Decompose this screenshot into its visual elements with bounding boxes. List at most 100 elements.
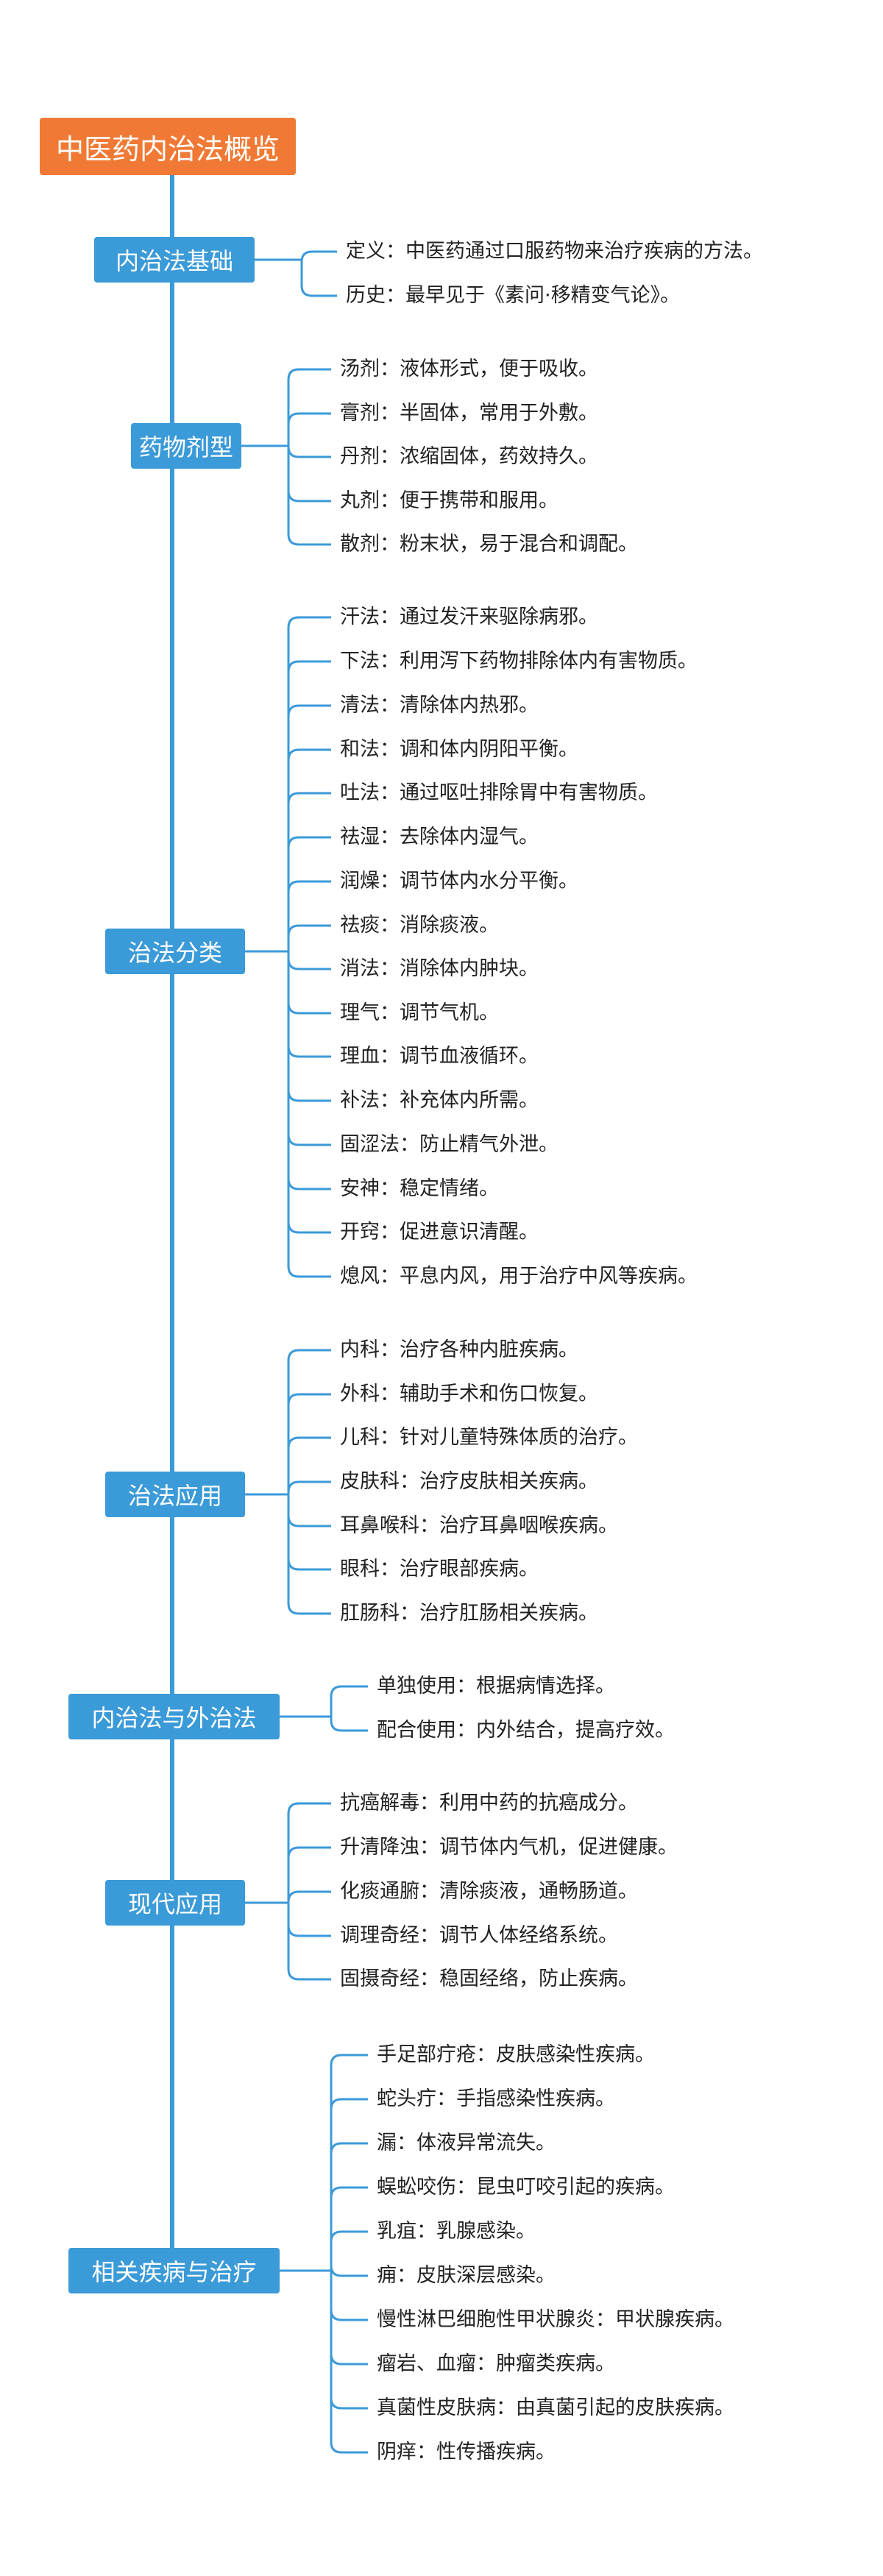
leaf-node[interactable]: 丹剂：浓缩固体，药效持久。 bbox=[340, 445, 598, 468]
leaf-connector bbox=[287, 616, 331, 628]
leaf-connector bbox=[330, 2230, 368, 2243]
branch-node[interactable]: 治法分类 bbox=[105, 929, 245, 974]
leaf-connector bbox=[287, 1890, 331, 1903]
leaf-node[interactable]: 调理奇经：调节人体经络系统。 bbox=[340, 1924, 618, 1947]
branch-node[interactable]: 药物剂型 bbox=[131, 423, 241, 469]
leaf-node[interactable]: 瘤岩、血瘤：肿瘤类疾病。 bbox=[377, 2352, 615, 2375]
leaf-node[interactable]: 祛湿：去除体内湿气。 bbox=[340, 826, 539, 848]
branch-node[interactable]: 治法应用 bbox=[105, 1472, 245, 1517]
leaf-node[interactable]: 耳鼻喉科：治疗耳鼻咽喉疾病。 bbox=[340, 1514, 618, 1537]
leaf-node[interactable]: 皮肤科：治疗皮肤相关疾病。 bbox=[340, 1470, 598, 1493]
leaf-connector bbox=[300, 250, 337, 263]
leaf-node[interactable]: 润燥：调节体内水分平衡。 bbox=[340, 870, 578, 893]
leaf-node[interactable]: 肛肠科：治疗肛肠相关疾病。 bbox=[340, 1602, 598, 1625]
leaf-connector bbox=[287, 533, 331, 546]
leaf-node[interactable]: 开窍：促进意识清醒。 bbox=[340, 1221, 539, 1243]
leaf-connector bbox=[287, 1046, 331, 1058]
leaf-node[interactable]: 化痰通腑：清除痰液，通畅肠道。 bbox=[340, 1880, 638, 1903]
leaf-node[interactable]: 儿科：针对儿童特殊体质的治疗。 bbox=[340, 1426, 638, 1449]
leaf-connector bbox=[330, 1685, 368, 1697]
leaf-connector bbox=[330, 2309, 368, 2321]
leaf-node[interactable]: 抗癌解毒：利用中药的抗癌成分。 bbox=[340, 1792, 638, 1814]
leaf-node[interactable]: 汗法：通过发汗来驱除病邪。 bbox=[340, 606, 598, 628]
leaf-connector bbox=[330, 2441, 368, 2454]
leaf-connector bbox=[330, 2054, 368, 2066]
leaf-node[interactable]: 安神：稳定情绪。 bbox=[340, 1177, 499, 1200]
leaf-node[interactable]: 蛇头疔：手指感染性疾病。 bbox=[377, 2087, 615, 2110]
leaf-node[interactable]: 和法：调和体内阴阳平衡。 bbox=[340, 738, 578, 761]
root-node[interactable]: 中医药内治法概览 bbox=[40, 118, 297, 175]
leaf-connector bbox=[287, 1134, 331, 1146]
leaf-connector bbox=[287, 1480, 331, 1493]
leaf-connector bbox=[330, 2098, 368, 2110]
leaf-node[interactable]: 散剂：粉末状，易于混合和调配。 bbox=[340, 533, 638, 556]
leaf-node[interactable]: 单独使用：根据病情选择。 bbox=[377, 1675, 615, 1697]
leaf-connector bbox=[287, 660, 331, 673]
leaf-node[interactable]: 清法：清除体内热邪。 bbox=[340, 694, 539, 717]
leaf-node[interactable]: 内科：治疗各种内脏疾病。 bbox=[340, 1338, 578, 1361]
leaf-node[interactable]: 阴痒：性传播疾病。 bbox=[377, 2441, 556, 2463]
leaf-connector bbox=[330, 2265, 368, 2277]
leaf-node[interactable]: 定义：中医药通过口服药物来治疗疾病的方法。 bbox=[346, 240, 763, 263]
leaf-connector bbox=[287, 490, 331, 503]
leaf-node[interactable]: 历史：最早见于《素问·移精变气论》。 bbox=[346, 284, 681, 307]
leaf-connector bbox=[287, 704, 331, 717]
branch-node[interactable]: 现代应用 bbox=[105, 1880, 245, 1926]
leaf-node[interactable]: 消法：消除体内肿块。 bbox=[340, 957, 539, 980]
leaf-node[interactable]: 慢性淋巴细胞性甲状腺炎：甲状腺疾病。 bbox=[377, 2308, 734, 2331]
leaf-connector bbox=[287, 1266, 331, 1278]
leaf-node[interactable]: 蜈蚣咬伤：昆虫叮咬引起的疾病。 bbox=[377, 2176, 675, 2199]
leaf-node[interactable]: 理气：调节气机。 bbox=[340, 1001, 499, 1024]
leaf-connector bbox=[287, 1221, 331, 1234]
leaf-connector bbox=[287, 1515, 331, 1527]
leaf-node[interactable]: 理血：调节血液循环。 bbox=[340, 1045, 539, 1068]
leaf-connector bbox=[287, 368, 331, 380]
leaf-connector bbox=[287, 1090, 331, 1102]
leaf-connector bbox=[287, 412, 331, 425]
leaf-connector bbox=[330, 2397, 368, 2410]
leaf-node[interactable]: 外科：辅助手术和伤口恢复。 bbox=[340, 1383, 598, 1405]
leaf-connector bbox=[287, 1393, 331, 1405]
leaf-node[interactable]: 丸剂：便于携带和服用。 bbox=[340, 489, 558, 512]
leaf-connector bbox=[287, 792, 331, 804]
leaf-connector bbox=[287, 446, 331, 458]
leaf-node[interactable]: 眼科：治疗眼部疾病。 bbox=[340, 1558, 539, 1580]
leaf-connector bbox=[330, 2142, 368, 2154]
leaf-node[interactable]: 吐法：通过呕吐排除胃中有害物质。 bbox=[340, 781, 658, 804]
leaf-connector bbox=[300, 285, 337, 297]
leaf-node[interactable]: 熄风：平息内风，用于治疗中风等疾病。 bbox=[340, 1265, 698, 1288]
leaf-node[interactable]: 祛痰：消除痰液。 bbox=[340, 914, 499, 937]
leaf-connector bbox=[330, 1720, 368, 1732]
leaf-connector bbox=[287, 1802, 331, 1814]
branch-node[interactable]: 相关疾病与治疗 bbox=[68, 2248, 280, 2293]
leaf-connector bbox=[287, 1603, 331, 1615]
leaf-node[interactable]: 固摄奇经：稳固经络，防止疾病。 bbox=[340, 1968, 638, 1990]
leaf-node[interactable]: 下法：利用泻下药物排除体内有害物质。 bbox=[340, 650, 698, 673]
leaf-connector bbox=[287, 1846, 331, 1859]
leaf-connector bbox=[287, 880, 331, 893]
leaf-node[interactable]: 汤剂：液体形式，便于吸收。 bbox=[340, 358, 598, 380]
leaf-connector bbox=[330, 2186, 368, 2199]
leaf-node[interactable]: 配合使用：内外结合，提高疗效。 bbox=[377, 1719, 675, 1742]
leaf-node[interactable]: 升清降浊：调节体内气机，促进健康。 bbox=[340, 1836, 678, 1859]
leaf-node[interactable]: 手足部疔疮：皮肤感染性疾病。 bbox=[377, 2043, 655, 2066]
leaf-connector bbox=[287, 1349, 331, 1361]
leaf-connector bbox=[330, 2353, 368, 2366]
leaf-node[interactable]: 乳疽：乳腺感染。 bbox=[377, 2220, 536, 2243]
leaf-connector bbox=[287, 1925, 331, 1937]
branch-node[interactable]: 内治法与外治法 bbox=[68, 1694, 280, 1739]
leaf-connector bbox=[287, 1436, 331, 1449]
leaf-node[interactable]: 膏剂：半固体，常用于外敷。 bbox=[340, 402, 598, 425]
leaf-connector bbox=[287, 836, 331, 848]
leaf-node[interactable]: 痈：皮肤深层感染。 bbox=[377, 2264, 556, 2287]
leaf-node[interactable]: 固涩法：防止精气外泄。 bbox=[340, 1133, 558, 1156]
leaf-connector bbox=[287, 1968, 331, 1981]
leaf-node[interactable]: 真菌性皮肤病：由真菌引起的皮肤疾病。 bbox=[377, 2396, 734, 2419]
leaf-node[interactable]: 漏：体液异常流失。 bbox=[377, 2132, 556, 2154]
leaf-node[interactable]: 补法：补充体内所需。 bbox=[340, 1089, 539, 1112]
branch-node[interactable]: 内治法基础 bbox=[94, 237, 255, 283]
leaf-connector bbox=[287, 748, 331, 761]
leaf-connector bbox=[287, 958, 331, 971]
leaf-connector bbox=[287, 924, 331, 937]
